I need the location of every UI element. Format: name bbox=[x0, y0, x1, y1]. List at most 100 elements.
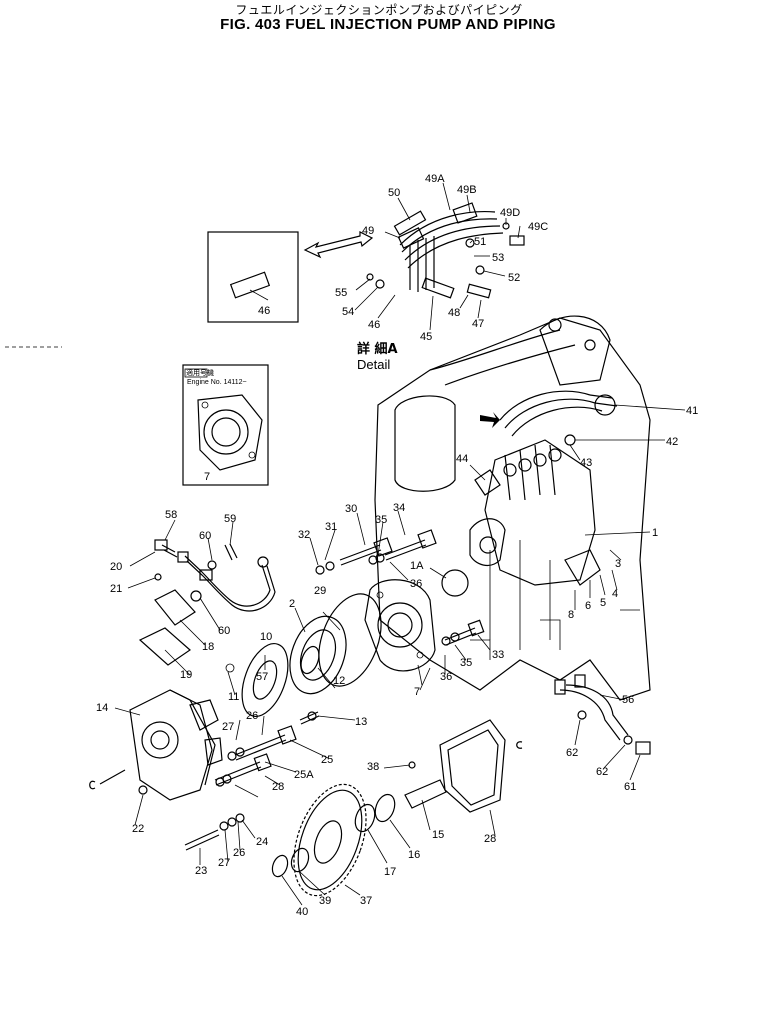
callout-label: 26 bbox=[246, 710, 258, 722]
title-japanese: フュエルインジェクションポンプおよびパイピング bbox=[235, 3, 523, 17]
callout-label: 39 bbox=[319, 895, 331, 907]
callout-label: 1 bbox=[652, 527, 658, 539]
engine-block bbox=[374, 315, 651, 701]
cover-18 bbox=[154, 589, 196, 626]
gear-cover-plate bbox=[197, 394, 263, 471]
callout-label: 32 bbox=[298, 529, 310, 541]
callout-label: 21 bbox=[110, 583, 122, 595]
callout-label: 5 bbox=[600, 597, 606, 609]
callout-label: 34 bbox=[393, 502, 405, 514]
timing-gear-housing-14 bbox=[89, 689, 223, 801]
callout-label: 15 bbox=[432, 829, 444, 841]
engine-box-english: Engine No. 14112~ bbox=[187, 379, 247, 386]
callout-label: 25A bbox=[294, 769, 314, 781]
left-piping bbox=[138, 539, 276, 673]
callout-label: 49 bbox=[362, 225, 374, 237]
callout-label: 60 bbox=[218, 625, 230, 637]
callout-label: 47 bbox=[472, 318, 484, 330]
callout-labels: 49A 49B 50 49D 49C 49 51 53 52 55 54 46 … bbox=[96, 173, 698, 918]
callout-label: 50 bbox=[388, 187, 400, 199]
callout-label: 49D bbox=[500, 207, 520, 219]
drive-flange-assembly bbox=[241, 579, 436, 717]
callout-label: 53 bbox=[492, 252, 504, 264]
callout-label: 37 bbox=[360, 895, 372, 907]
callout-label: 3 bbox=[615, 558, 621, 570]
inset-border bbox=[182, 364, 269, 486]
callout-label: 41 bbox=[686, 405, 698, 417]
callout-label: 43 bbox=[580, 457, 592, 469]
intake-housing bbox=[394, 395, 456, 492]
callout-label: 18 bbox=[202, 641, 214, 653]
callout-label: 36 bbox=[440, 671, 452, 683]
callout-label: 52 bbox=[508, 272, 520, 284]
housing-bolts bbox=[184, 711, 320, 851]
callout-label: 29 bbox=[314, 585, 326, 597]
callout-label: 2 bbox=[289, 598, 295, 610]
callout-label: 38 bbox=[367, 761, 379, 773]
callout-label: 58 bbox=[165, 509, 177, 521]
callout-label: 24 bbox=[256, 836, 268, 848]
title-english: FIG. 403 FUEL INJECTION PUMP AND PIPING bbox=[220, 16, 556, 33]
o-ring-1a bbox=[441, 569, 469, 597]
callout-label: 46 bbox=[258, 305, 270, 317]
callout-label: 42 bbox=[666, 436, 678, 448]
callout-label: 49A bbox=[425, 173, 445, 185]
callout-label: 28 bbox=[484, 833, 496, 845]
callout-label: 51 bbox=[474, 236, 486, 248]
callout-label: 16 bbox=[408, 849, 420, 861]
callout-label: 30 bbox=[345, 503, 357, 515]
callout-label: 22 bbox=[132, 823, 144, 835]
callout-label: 54 bbox=[342, 306, 354, 318]
pipe-57 bbox=[161, 544, 271, 607]
callout-label: 14 bbox=[96, 702, 108, 714]
valve-cover bbox=[539, 315, 611, 386]
detail-a-pipe-clamp-group bbox=[207, 202, 525, 323]
callout-label: 27 bbox=[218, 857, 230, 869]
callout-label: 1A bbox=[410, 560, 424, 572]
callout-label: 20 bbox=[110, 561, 122, 573]
callout-label: 62 bbox=[596, 766, 608, 778]
callout-label: 61 bbox=[624, 781, 636, 793]
pump-drive-gear-2 bbox=[289, 615, 347, 695]
callout-label: 19 bbox=[180, 669, 192, 681]
callout-label: 40 bbox=[296, 906, 308, 918]
detail-a-japanese: 詳 細A bbox=[357, 341, 398, 357]
engine-box-japanese: 適用号機 bbox=[186, 368, 214, 377]
pump-drive-flange bbox=[469, 518, 506, 567]
callout-label: 28 bbox=[272, 781, 284, 793]
callout-label: 56 bbox=[622, 694, 634, 706]
callout-label: 62 bbox=[566, 747, 578, 759]
callout-label: 46 bbox=[368, 319, 380, 331]
hose-56 bbox=[554, 674, 651, 755]
callout-label: 36 bbox=[410, 578, 422, 590]
gasket-28 bbox=[439, 719, 523, 813]
fuel-injection-pump bbox=[441, 390, 618, 597]
callout-label: 35 bbox=[375, 514, 387, 526]
callout-label: 55 bbox=[335, 287, 347, 299]
clamp-plate bbox=[229, 271, 271, 299]
callout-label: 33 bbox=[492, 649, 504, 661]
callout-label: 48 bbox=[448, 307, 460, 319]
callout-label: 12 bbox=[333, 675, 345, 687]
callout-label: 57 bbox=[256, 671, 268, 683]
detail-a-english: Detail bbox=[357, 357, 390, 372]
callout-label: 25 bbox=[321, 754, 333, 766]
callout-label: 27 bbox=[222, 721, 234, 733]
callout-label: 7 bbox=[204, 471, 210, 483]
callout-label: 59 bbox=[224, 513, 236, 525]
callout-label: 45 bbox=[420, 331, 432, 343]
callout-label: 44 bbox=[456, 453, 468, 465]
bolts-center bbox=[315, 529, 485, 646]
engine-number-inset: 適用号機 Engine No. 14112~ bbox=[182, 364, 269, 486]
coupling-10 bbox=[241, 643, 289, 717]
callout-label: 8 bbox=[568, 609, 574, 621]
idler-gear-37 bbox=[271, 783, 367, 897]
callout-label: 26 bbox=[233, 847, 245, 859]
leader-lines bbox=[114, 182, 686, 906]
callout-label: 7 bbox=[414, 686, 420, 698]
callout-label: 10 bbox=[260, 631, 272, 643]
callout-label: 31 bbox=[325, 521, 337, 533]
callout-label: 4 bbox=[612, 588, 618, 600]
